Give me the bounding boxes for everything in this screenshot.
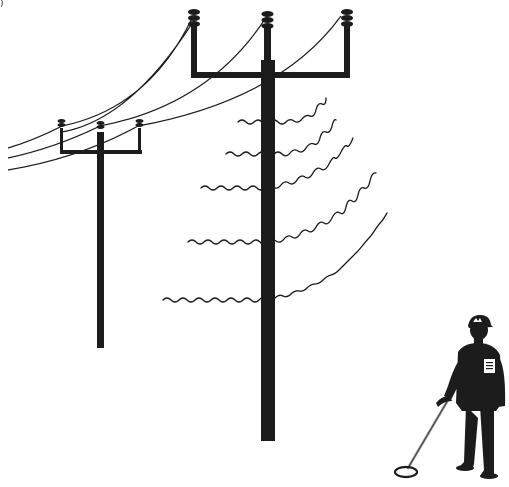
- detector-coil: [395, 467, 417, 477]
- main-utility-pole: [188, 9, 353, 441]
- metal-detector: [395, 395, 452, 477]
- interference-wave: [201, 138, 353, 190]
- person-silhouette: [395, 315, 505, 479]
- interference-wave: [226, 120, 336, 156]
- main-pole-insulators: [188, 9, 353, 29]
- power-lines: [8, 16, 341, 170]
- interference-wave: [238, 98, 326, 124]
- small-utility-pole: [58, 119, 144, 348]
